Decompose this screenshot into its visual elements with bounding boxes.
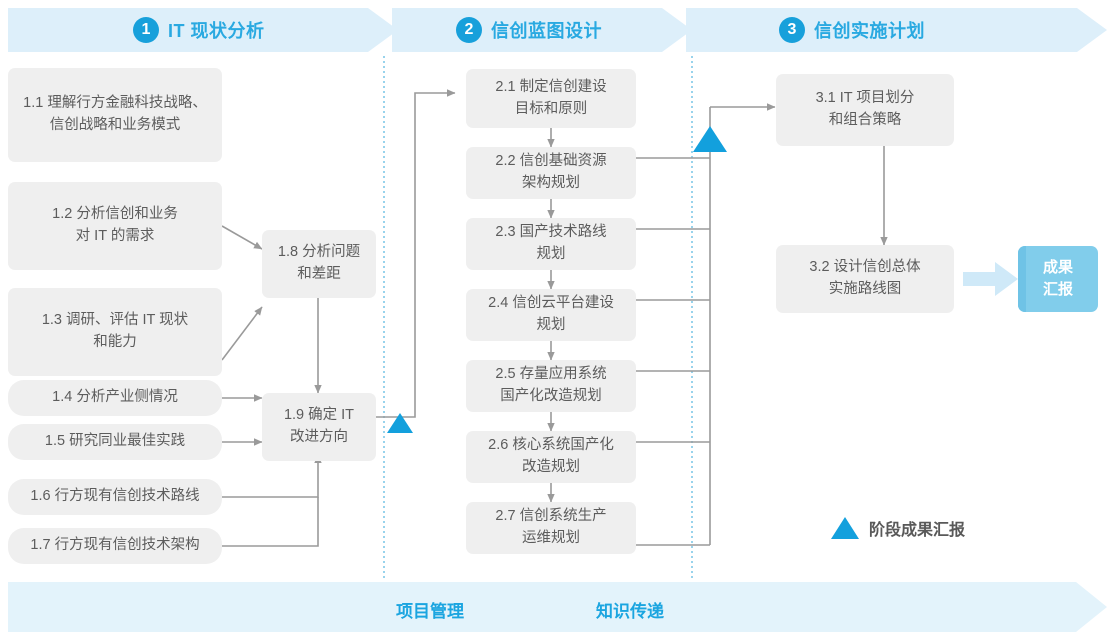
legend-label: 阶段成果汇报 [869,522,966,539]
process-box-1-4[interactable]: 1.4 分析产业侧情况 [8,380,222,416]
process-box-1-1[interactable]: 1.1 理解行方金融科技战略、 信创战略和业务模式 [8,68,222,162]
process-box-1-7[interactable]: 1.7 行方现有信创技术架构 [8,528,222,564]
milestone-triangle-stage2 [693,126,727,152]
stage-header-2[interactable]: 2 信创蓝图设计 [456,13,602,47]
bottom-label-project-management: 项目管理 [396,602,464,621]
result-badge[interactable]: 成果 汇报 [1018,246,1098,312]
stage-number-badge: 2 [456,17,482,43]
process-box-2-2[interactable]: 2.2 信创基础资源 架构规划 [466,147,636,199]
process-box-2-5[interactable]: 2.5 存量应用系统 国产化改造规划 [466,360,636,412]
result-arrow-icon [963,262,1018,296]
stage-title: 信创实施计划 [814,21,925,41]
process-box-1-3[interactable]: 1.3 调研、评估 IT 现状 和能力 [8,288,222,376]
process-box-3-2[interactable]: 3.2 设计信创总体 实施路线图 [776,245,954,313]
legend: 阶段成果汇报 [831,516,965,540]
triangle-milestone-icon [831,517,859,539]
process-box-2-6[interactable]: 2.6 核心系统国产化 改造规划 [466,431,636,483]
process-box-3-1[interactable]: 3.1 IT 项目划分 和组合策略 [776,74,954,146]
process-box-1-6[interactable]: 1.6 行方现有信创技术路线 [8,479,222,515]
process-box-2-1[interactable]: 2.1 制定信创建设 目标和原则 [466,69,636,128]
process-box-1-2[interactable]: 1.2 分析信创和业务 对 IT 的需求 [8,182,222,270]
milestone-triangle-stage1 [387,413,413,433]
process-box-2-3[interactable]: 2.3 国产技术路线 规划 [466,218,636,270]
stage-number-badge: 1 [133,17,159,43]
stage-header-1[interactable]: 1 IT 现状分析 [133,13,265,47]
stage-header-3[interactable]: 3 信创实施计划 [779,13,925,47]
process-box-2-4[interactable]: 2.4 信创云平台建设 规划 [466,289,636,341]
process-box-1-8[interactable]: 1.8 分析问题 和差距 [262,230,376,298]
bottom-label-knowledge-transfer: 知识传递 [596,602,664,621]
process-box-2-7[interactable]: 2.7 信创系统生产 运维规划 [466,502,636,554]
stage-number-badge: 3 [779,17,805,43]
process-box-1-5[interactable]: 1.5 研究同业最佳实践 [8,424,222,460]
process-box-1-9[interactable]: 1.9 确定 IT 改进方向 [262,393,376,461]
stage-title: IT 现状分析 [168,21,265,41]
stage-title: 信创蓝图设计 [491,21,602,41]
